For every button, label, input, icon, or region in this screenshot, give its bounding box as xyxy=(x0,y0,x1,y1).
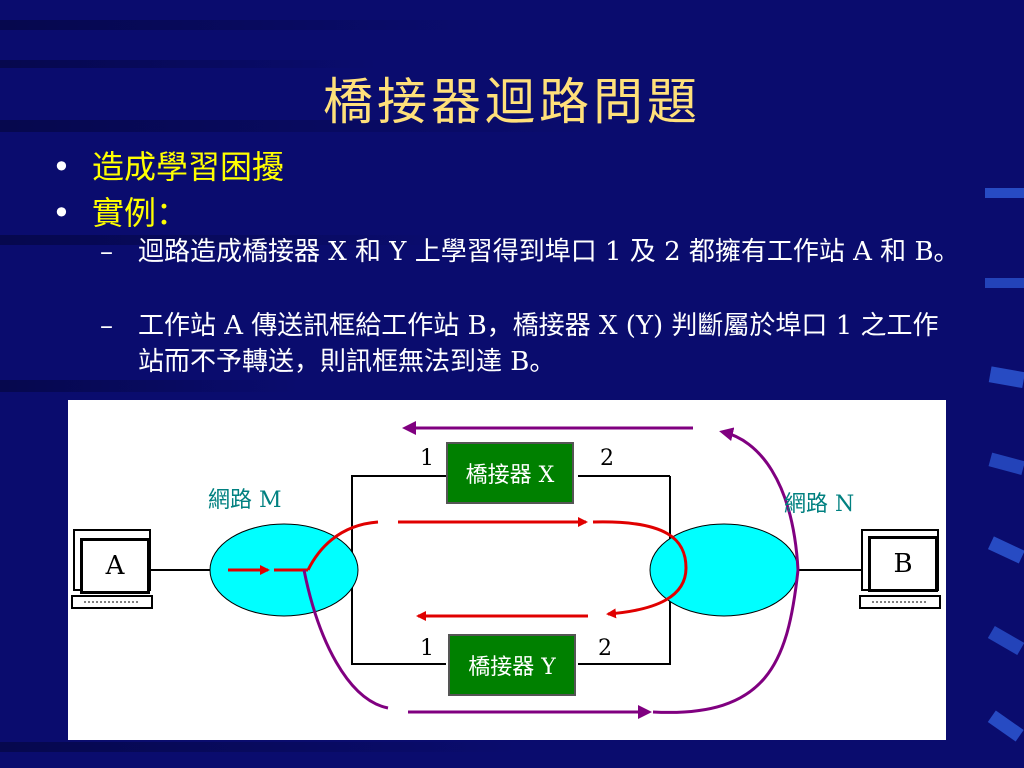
port-y1-label: 1 xyxy=(420,636,434,661)
subbullet-2: – 工作站 A 傳送訊框給工作站 B，橋接器 X (Y) 判斷屬於埠口 1 之工… xyxy=(100,308,960,380)
bullet-dot: • xyxy=(52,148,71,186)
station-a-label: A xyxy=(80,538,150,594)
port-y2-label: 2 xyxy=(598,636,612,661)
red-frame-flow xyxy=(228,517,688,621)
bullet-2-text: 實例： xyxy=(92,194,189,232)
bridge-loop-diagram: 網路 M 網路 N 橋接器 X 橋接器 Y 1 2 1 2 A B xyxy=(68,400,946,740)
subbullet-2-text: 工作站 A 傳送訊框給工作站 B，橋接器 X (Y) 判斷屬於埠口 1 之工作站… xyxy=(138,311,939,377)
purple-frame-flow xyxy=(302,421,800,719)
bullet-1-text: 造成學習困擾 xyxy=(92,148,285,186)
bullet-2: • 實例： xyxy=(52,188,188,234)
bullet-dot: • xyxy=(52,194,71,232)
subbullet-dash: – xyxy=(100,311,113,341)
bridge-x: 橋接器 X xyxy=(446,442,574,504)
port-x2-label: 2 xyxy=(600,446,614,471)
network-m-label: 網路 M xyxy=(208,488,282,513)
slide-title: 橋接器迴路問題 xyxy=(323,73,701,131)
subbullet-dash: – xyxy=(100,237,113,267)
subbullet-1: – 迴路造成橋接器 X 和 Y 上學習得到埠口 1 及 2 都擁有工作站 A 和… xyxy=(100,234,960,270)
bullet-1: • 造成學習困擾 xyxy=(52,142,284,188)
station-b-label: B xyxy=(868,536,938,592)
port-x1-label: 1 xyxy=(420,446,434,471)
subbullet-1-text: 迴路造成橋接器 X 和 Y 上學習得到埠口 1 及 2 都擁有工作站 A 和 B… xyxy=(138,237,960,267)
network-n-label: 網路 N xyxy=(784,492,855,517)
network-wires xyxy=(148,475,861,665)
bridge-y: 橋接器 Y xyxy=(448,634,576,696)
